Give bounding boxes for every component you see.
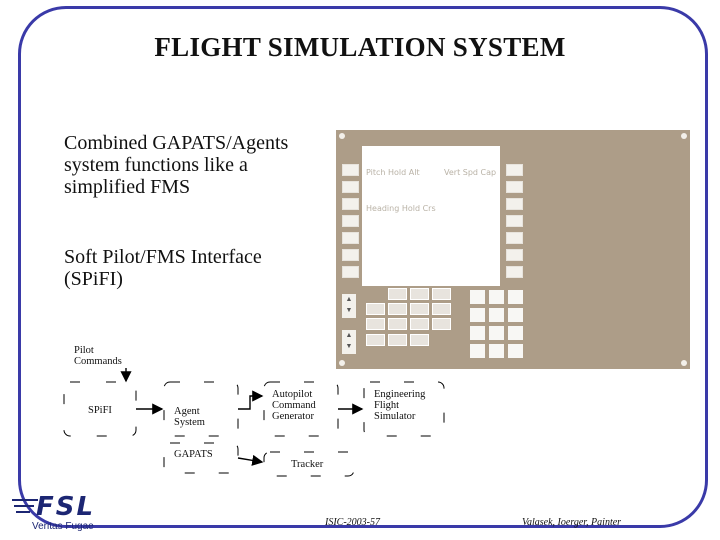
line-select-key (506, 181, 523, 193)
tracker-label: Tracker (291, 459, 324, 470)
label-line: Command (272, 400, 316, 411)
function-key (410, 288, 429, 300)
gapats-to-tracker-arrow (237, 454, 264, 466)
slide-title: FLIGHT SIMULATION SYSTEM (154, 32, 566, 62)
line-select-key (342, 249, 359, 261)
line-select-key (506, 198, 523, 210)
label-line: Autopilot (272, 389, 313, 400)
bullet-line: Combined GAPATS/Agents (64, 132, 289, 154)
label-line: System (174, 417, 205, 428)
function-key (388, 288, 407, 300)
panel-screw (339, 133, 345, 139)
autopilot-label: Autopilot Command Generator (272, 389, 316, 422)
function-key (366, 303, 385, 315)
slide-code: ISIC-2003-57 (325, 517, 380, 528)
alpha-key (470, 290, 485, 304)
screen-text: Vert Spd Cap (444, 168, 497, 177)
slide-authors: Valasek, Ioerger, Painter (522, 517, 622, 528)
engineering-simulator-label: Engineering Flight Simulator (374, 389, 425, 422)
logo-subtitle: Veritas Fugae (32, 521, 94, 532)
alpha-key (508, 290, 523, 304)
alpha-key (489, 290, 504, 304)
line-select-key (506, 215, 523, 227)
line-select-key (342, 266, 359, 278)
spifi-box (63, 381, 137, 437)
scroll-arrow-buttons: ▲ ▼ (342, 330, 356, 354)
logo-speed-lines-icon (12, 499, 38, 513)
function-key (410, 303, 429, 315)
line-select-key (342, 198, 359, 210)
panel-screw (339, 360, 345, 366)
line-select-key (506, 164, 523, 176)
line-select-key (506, 249, 523, 261)
arrow-down-icon: ▼ (345, 342, 353, 350)
function-key (432, 318, 451, 330)
spifi-label: SPiFI (88, 405, 112, 416)
label-line: Generator (272, 411, 314, 422)
fms-panel-image: Pitch Hold Alt Vert Spd Cap Heading Hold… (336, 130, 690, 369)
line-select-key (342, 164, 359, 176)
line-select-key (506, 266, 523, 278)
pilot-commands-label: Pilot Commands (74, 345, 122, 367)
agent-to-autopilot-arrow (238, 390, 264, 410)
arrow-up-icon: ▲ (345, 295, 353, 303)
scroll-arrow-buttons: ▲ ▼ (342, 294, 356, 318)
function-key (388, 318, 407, 330)
gapats-label: GAPATS (174, 449, 213, 460)
engineering-simulator-box (363, 381, 445, 437)
bullet-line: Soft Pilot/FMS Interface (64, 246, 262, 268)
label-line: Flight (374, 400, 400, 411)
panel-screw (681, 133, 687, 139)
function-key (388, 303, 407, 315)
alpha-key (470, 308, 485, 322)
function-key (432, 303, 451, 315)
alpha-key (508, 308, 523, 322)
bullet-line: simplified FMS (64, 176, 191, 198)
screen-text: Pitch Hold Alt (366, 168, 420, 177)
label-line: Engineering (374, 389, 426, 400)
agent-system-label: Agent System (174, 406, 205, 428)
function-key (388, 334, 407, 346)
function-key (410, 318, 429, 330)
line-select-key (342, 215, 359, 227)
slide-frame (18, 6, 708, 528)
screen-text: Heading Hold Crs (366, 204, 436, 213)
alpha-key (489, 308, 504, 322)
label-line: Pilot (74, 345, 94, 356)
label-line: Commands (74, 356, 122, 367)
bullet-text: Soft Pilot/FMS Interface (SPiFI) (64, 246, 262, 290)
alpha-key (470, 326, 485, 340)
function-key (410, 334, 429, 346)
bullet-text: Combined GAPATS/Agents system functions … (64, 132, 288, 198)
fsl-logo: FSL Veritas Fugae (12, 492, 124, 536)
function-key (366, 334, 385, 346)
gapats-box (163, 442, 239, 474)
line-select-key (506, 232, 523, 244)
label-line: Simulator (374, 411, 416, 422)
alpha-key (508, 326, 523, 340)
alpha-key (508, 344, 523, 358)
function-key (432, 288, 451, 300)
arrow-down-icon: ▼ (345, 306, 353, 314)
fms-screen: Pitch Hold Alt Vert Spd Cap Heading Hold… (362, 146, 500, 286)
tracker-box (263, 451, 355, 477)
logo-wordmark: FSL (36, 492, 96, 522)
arrow-up-icon: ▲ (345, 331, 353, 339)
alpha-key (489, 344, 504, 358)
bullet-line: system functions like a (64, 154, 248, 176)
line-select-key (342, 181, 359, 193)
panel-screw (681, 360, 687, 366)
bullet-line: (SPiFI) (64, 268, 123, 290)
label-line: Agent (174, 406, 200, 417)
function-key (366, 318, 385, 330)
alpha-key (489, 326, 504, 340)
alpha-key (470, 344, 485, 358)
line-select-key (342, 232, 359, 244)
